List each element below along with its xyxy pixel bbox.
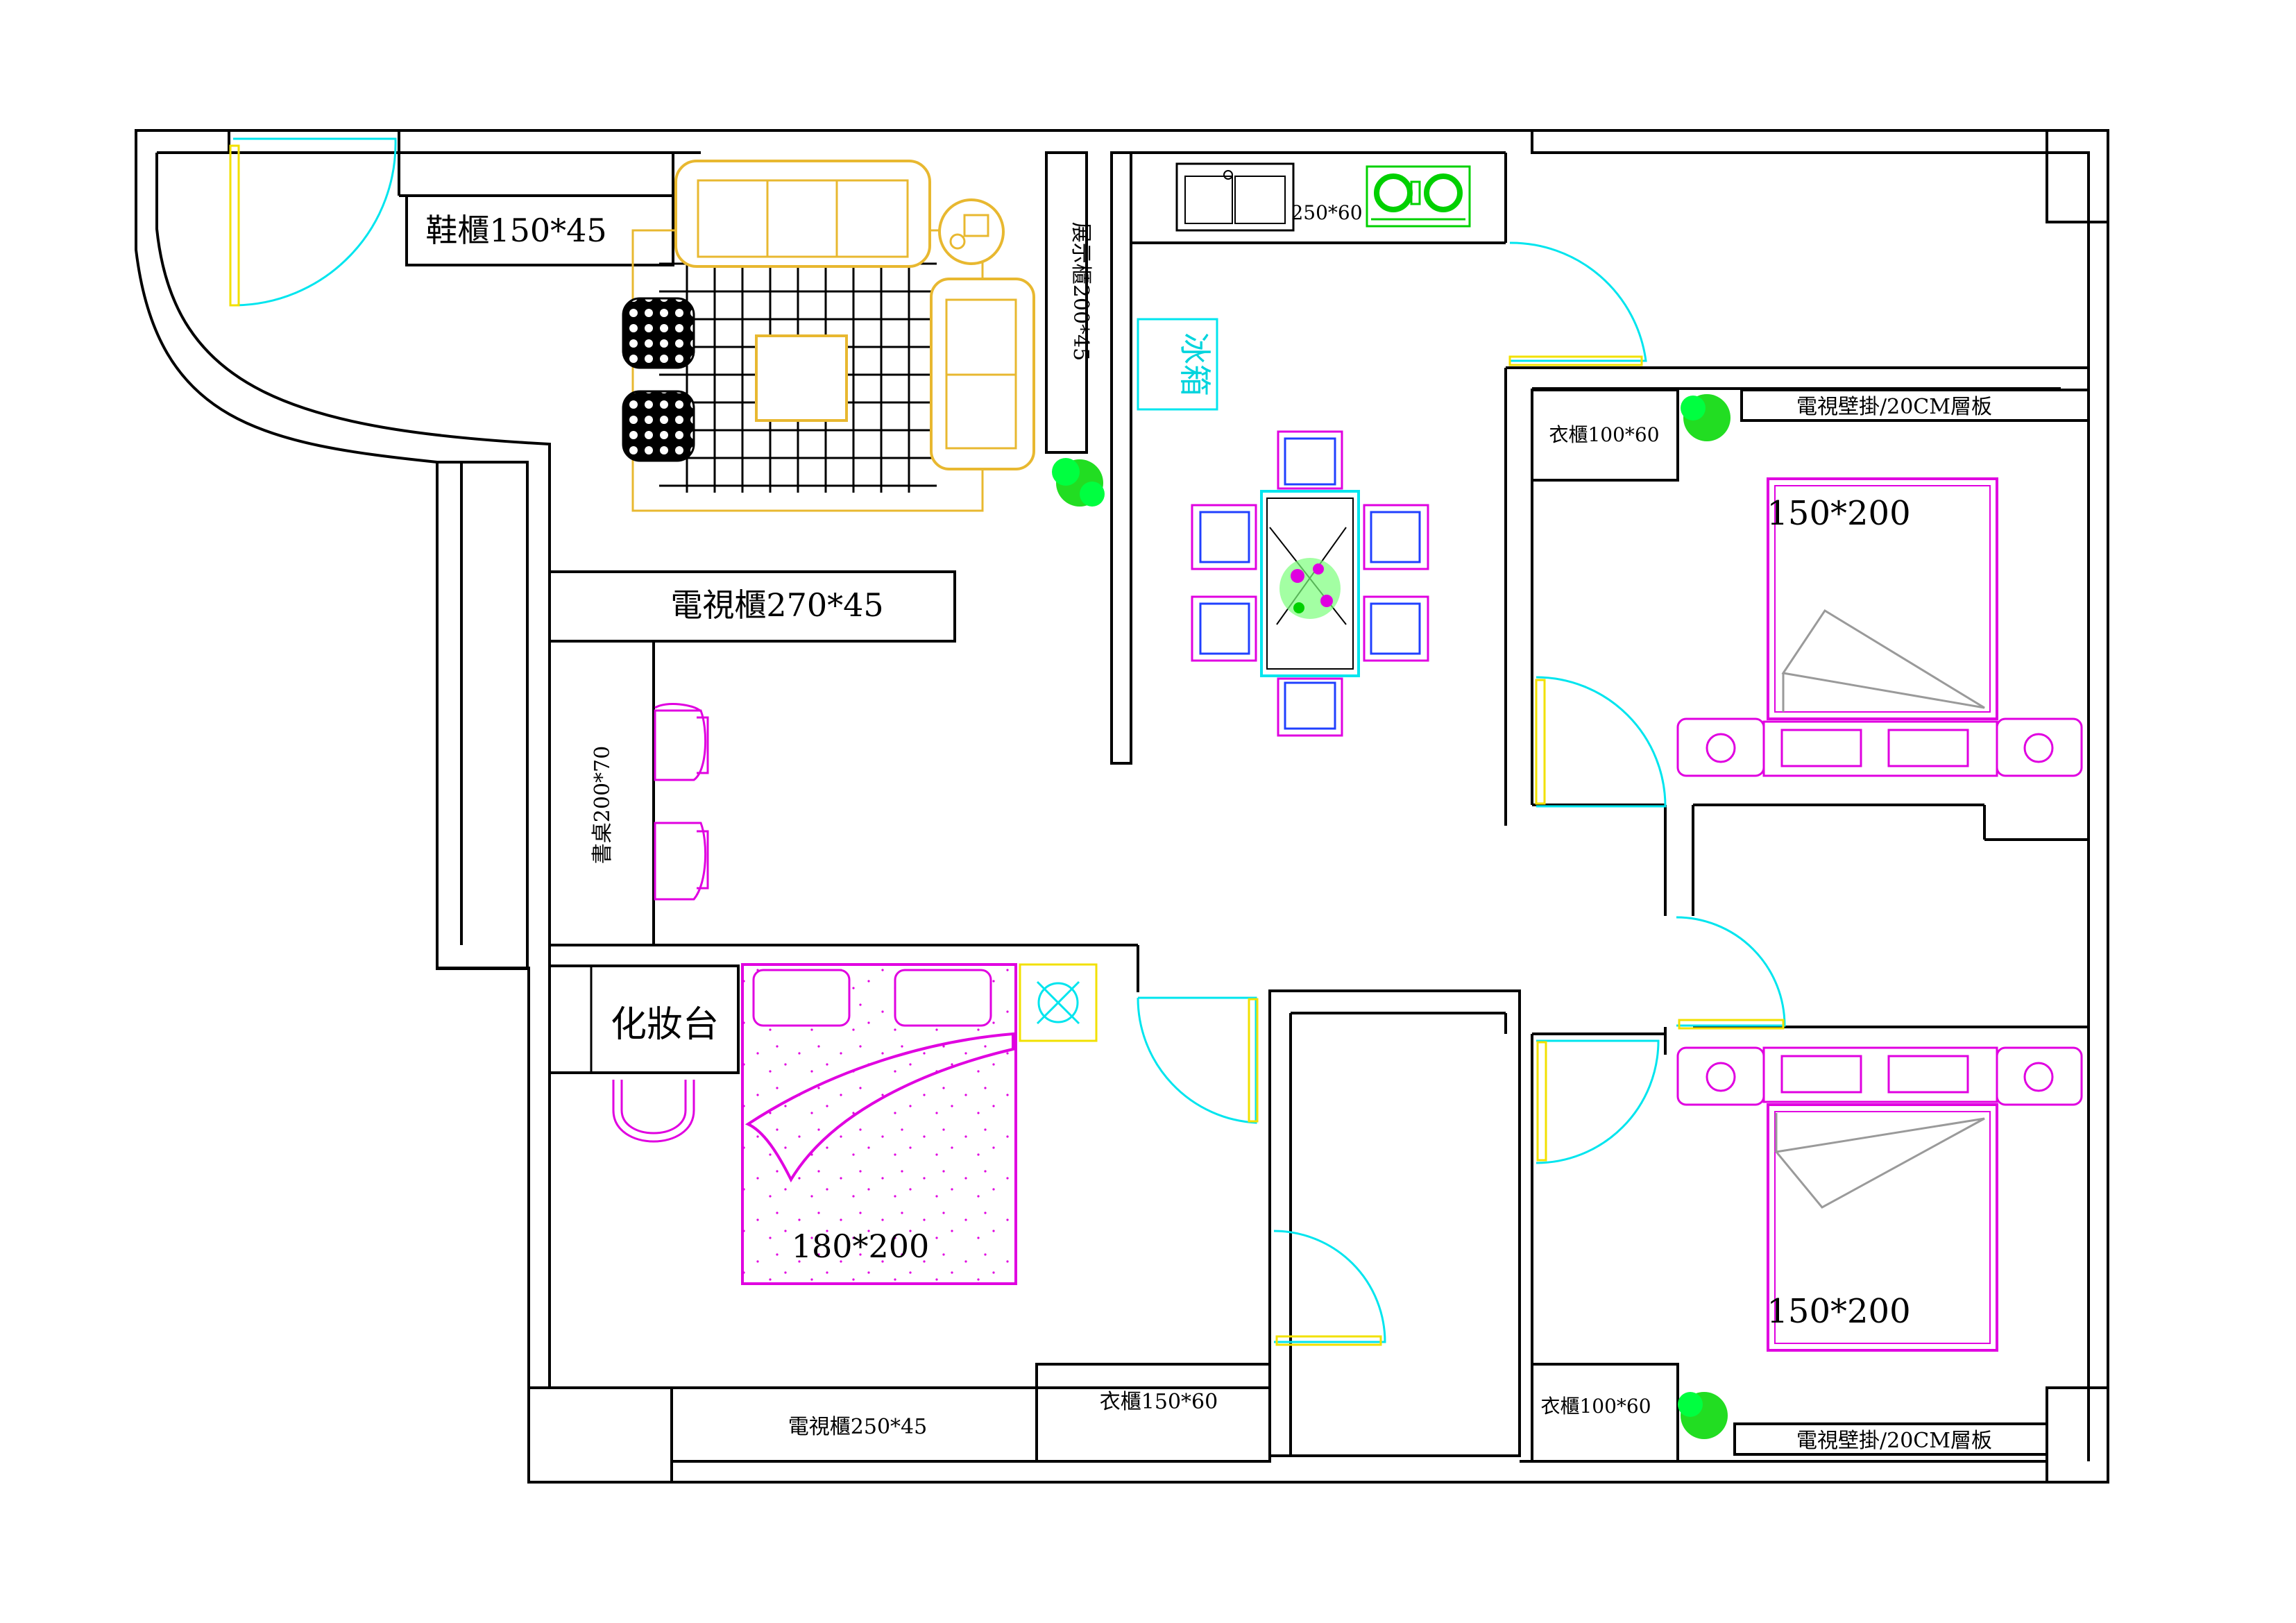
bed2-label: 150*200 [1767,494,1910,533]
dining-set [1191,430,1429,737]
bedroom-3: 150*200 衣櫃100*60 電視壁掛/20CM層板 [1531,1046,2083,1463]
bedroom-2: 衣櫃100*60 電視壁掛/20CM層板 150*200 [1531,389,2090,777]
bed-icon: 180*200 [741,963,1017,1285]
counter-label: 250*60 [1291,201,1362,224]
nightstand-icon [1676,717,1765,777]
nightstand-icon [1996,717,2083,777]
door-swing-icon [1676,916,1786,1030]
tv-wall-bed2-label: 電視壁掛/20CM層板 [1796,395,1992,419]
lamp-table-icon [938,198,1005,265]
stove-icon [1366,165,1471,228]
dining-table-icon [1260,490,1360,677]
vanity-label: 化妝台 [611,1004,719,1046]
master-bed-label: 180*200 [792,1227,930,1265]
bed3-label: 150*200 [1767,1292,1910,1331]
pillow-icon [1780,1055,1862,1094]
plant-icon [1052,458,1105,507]
pillow-icon [1780,729,1862,767]
pillow-icon [894,969,992,1027]
pillow-icon [1887,1055,1969,1094]
desk-chair-icon [612,1080,695,1143]
door-swing-icon [1137,996,1259,1124]
nightstand-icon [1996,1046,2083,1106]
bed-icon: 150*200 [1767,477,1998,720]
armchair-icon [930,278,1035,470]
pillow-icon [1887,729,1969,767]
pillow-icon [752,969,851,1027]
dining-chair-icon [1277,430,1343,490]
desk-label: 書桌200*70 [590,746,615,864]
display-cabinet-label: 展示櫃200*45 [1069,222,1093,361]
door-swing-icon [1535,676,1667,808]
dining-chair-icon [1363,504,1429,570]
doors [229,137,1786,1346]
desk-chair-icon [654,703,709,781]
tv-cabinet-living-label: 電視櫃270*45 [670,586,883,624]
door-swing-icon [1273,1230,1386,1346]
sofa-icon [674,160,931,268]
bed-icon: 150*200 [1767,1103,1998,1352]
door-swing-icon [1508,241,1647,366]
plant-icon [1678,1392,1728,1439]
display-cabinet: 展示櫃200*45 [1069,222,1093,361]
door-swing-icon [229,137,397,307]
sink-icon [1175,162,1295,232]
shoe-cabinet-label: 鞋櫃150*45 [425,212,606,249]
tv-cabinet-living: 電視櫃270*45 [670,586,883,624]
fridge: 冰箱 [1137,318,1218,411]
master-bedroom: 化妝台 180*200 電視櫃250*45 衣櫃150*60 [548,963,1271,1463]
coffee-table-icon [755,334,848,422]
fridge-label: 冰箱 [1176,332,1214,396]
nightstand-icon [1676,1046,1765,1106]
wardrobe-bed2-label: 衣櫃100*60 [1549,423,1659,446]
desk-chair-icon [654,822,709,901]
ottoman-icon [622,297,695,369]
wardrobe-bed3-label: 衣櫃100*60 [1540,1395,1651,1418]
dining-chair-icon [1191,504,1257,570]
desk: 書桌200*70 [590,703,709,901]
ottoman-icon [622,390,695,462]
tv-wall-bed3-label: 電視壁掛/20CM層板 [1796,1429,1992,1453]
door-swing-icon [1536,1039,1660,1164]
tv-cabinet-master-label: 電視櫃250*45 [788,1415,927,1439]
wardrobe-master-label: 衣櫃150*60 [1100,1390,1218,1414]
plant-icon [1681,394,1730,441]
shoe-cabinet: 鞋櫃150*45 [405,194,674,266]
living-room-set [622,160,1105,512]
dining-chair-icon [1191,595,1257,662]
dining-chair-icon [1363,595,1429,662]
lamp-icon [1019,963,1098,1042]
dining-chair-icon [1277,677,1343,737]
kitchen-counter: 250*60 [1175,162,1471,232]
